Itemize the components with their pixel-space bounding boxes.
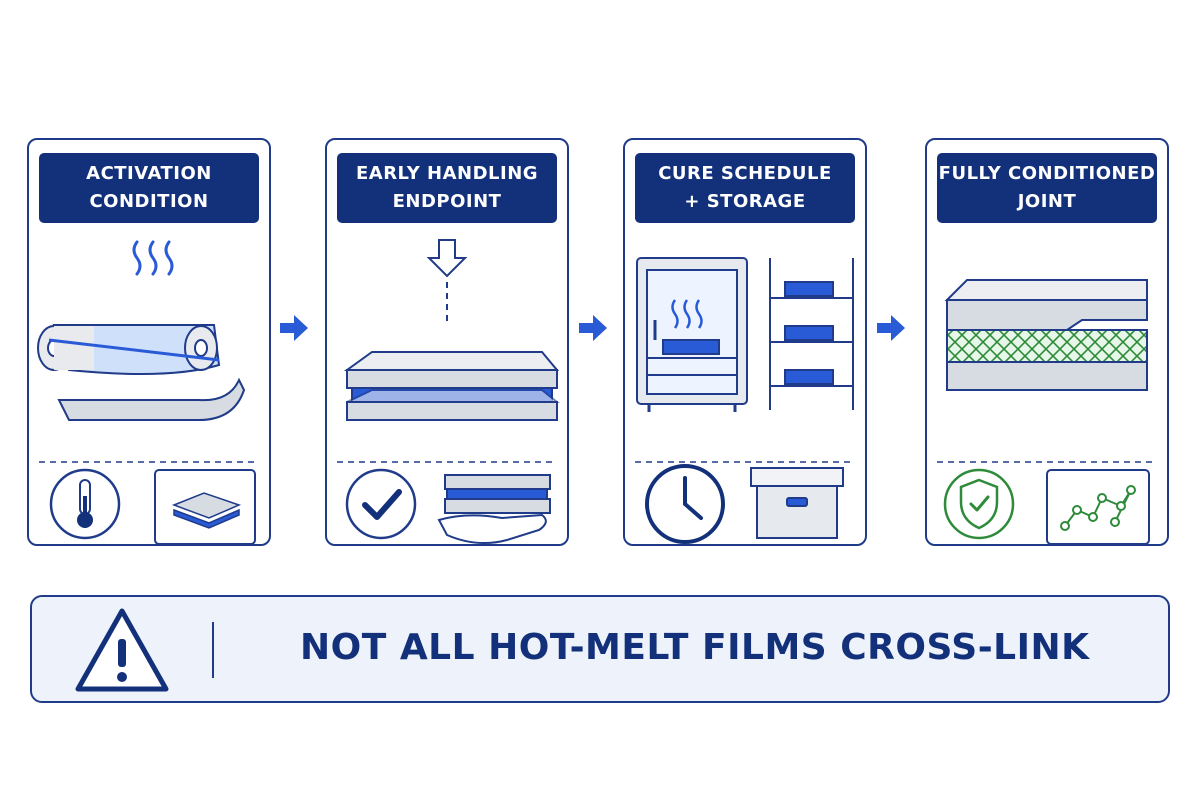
step-card-fully-conditioned: FULLY CONDITIONED JOINT — [925, 138, 1169, 546]
cure-storage-illustration — [635, 257, 855, 544]
step-header: EARLY HANDLING ENDPOINT — [337, 153, 557, 223]
arrow-right-icon — [877, 315, 905, 341]
hand-holding-laminate-icon — [437, 474, 551, 545]
film-layer-icon — [154, 469, 256, 545]
activation-illustration — [37, 240, 259, 545]
bonded-joint-icon — [944, 279, 1148, 391]
checkmark-icon — [345, 468, 417, 540]
down-arrow-icon — [426, 239, 468, 326]
warning-triangle-icon — [75, 608, 169, 692]
storage-box-icon — [750, 467, 844, 539]
network-icon — [1046, 469, 1150, 545]
press-illustration — [337, 239, 560, 545]
storage-rack-icon — [769, 258, 854, 410]
arrow-right-icon — [280, 315, 308, 341]
step-header: CURE SCHEDULE + STORAGE — [635, 153, 855, 223]
clock-icon — [645, 464, 725, 544]
step-header: ACTIVATION CONDITION — [39, 153, 259, 223]
banner-divider — [212, 622, 214, 678]
joint-illustration — [937, 279, 1157, 545]
shield-check-icon — [943, 468, 1015, 540]
step-header: FULLY CONDITIONED JOINT — [937, 153, 1157, 223]
warning-banner: NOT ALL HOT-MELT FILMS CROSS-LINK — [30, 595, 1170, 703]
step-card-activation: ACTIVATION CONDITION — [27, 138, 271, 546]
arrow-right-icon — [579, 315, 607, 341]
step-title: FULLY CONDITIONED JOINT — [938, 163, 1156, 212]
film-rollers-icon — [37, 324, 246, 421]
step-title: ACTIVATION CONDITION — [86, 163, 212, 212]
laminate-stack-icon — [343, 351, 560, 421]
step-title: CURE SCHEDULE + STORAGE — [658, 163, 832, 212]
thermometer-icon — [49, 468, 121, 540]
heat-waves-icon — [132, 240, 174, 276]
step-title: EARLY HANDLING ENDPOINT — [355, 163, 539, 212]
oven-icon — [636, 257, 748, 412]
step-card-cure-storage: CURE SCHEDULE + STORAGE — [623, 138, 867, 546]
warning-text: NOT ALL HOT-MELT FILMS CROSS-LINK — [300, 627, 1090, 668]
step-card-early-handling: EARLY HANDLING ENDPOINT — [325, 138, 569, 546]
